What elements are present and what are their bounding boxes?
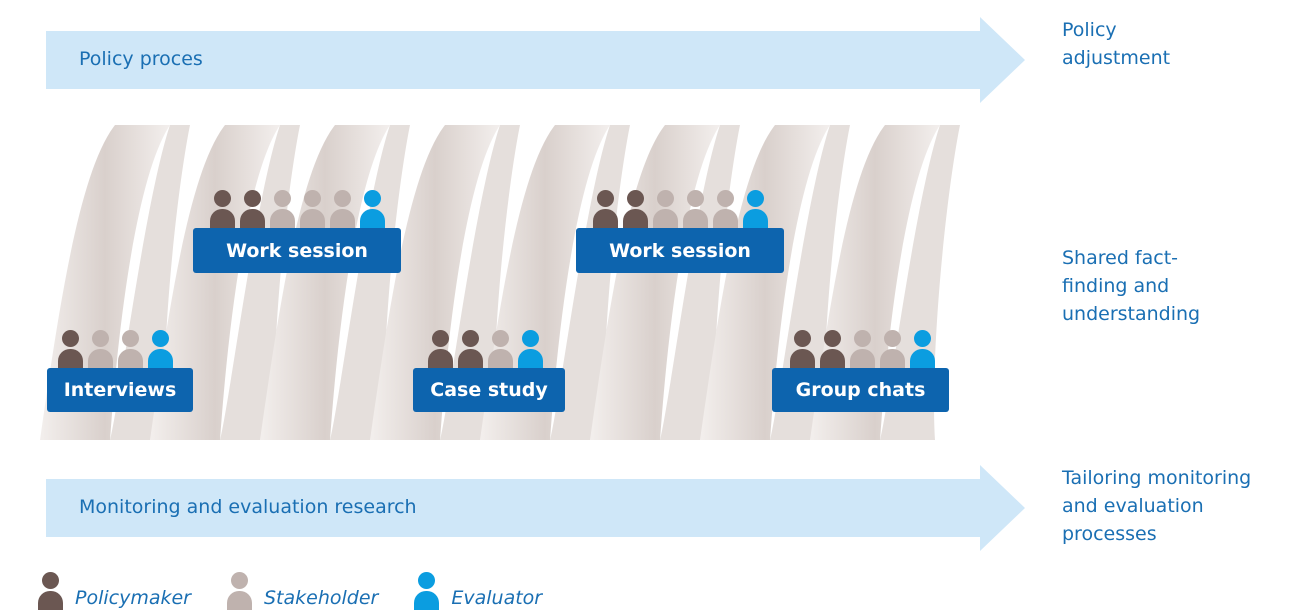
activity-box-work-session-1: Work session xyxy=(193,228,401,273)
monitoring-research-arrow xyxy=(46,465,1025,551)
stakeholder-icon xyxy=(880,330,905,368)
policymaker-icon xyxy=(790,330,815,368)
legend-item-policymaker: Policymaker xyxy=(38,572,191,610)
activity-box-group-chats: Group chats xyxy=(772,368,949,412)
spiral-loop xyxy=(370,125,500,440)
policymaker-icon xyxy=(210,190,235,228)
stakeholder-icon xyxy=(653,190,678,228)
evaluator-icon xyxy=(414,572,440,610)
stakeholder-icon xyxy=(488,330,513,368)
tailoring-processes-label: Tailoring monitoring and evaluation proc… xyxy=(1062,467,1252,545)
participants-work-session-2 xyxy=(593,190,768,228)
stakeholder-icon xyxy=(330,190,355,228)
policy-adjustment-label: Policy adjustment xyxy=(1062,19,1171,69)
policymaker-icon xyxy=(458,330,483,368)
policymaker-icon xyxy=(428,330,453,368)
legend-label-policymaker: Policymaker xyxy=(75,587,191,609)
evaluator-icon xyxy=(148,330,173,368)
participants-group-chats xyxy=(790,330,935,368)
policy-process-arrow xyxy=(46,17,1025,103)
evaluator-icon xyxy=(518,330,543,368)
stakeholder-icon xyxy=(270,190,295,228)
stakeholder-icon xyxy=(88,330,113,368)
stakeholder-icon xyxy=(713,190,738,228)
legend: Policymaker Stakeholder Evaluator xyxy=(38,572,578,610)
stakeholder-icon xyxy=(227,572,252,610)
spiral-loop-back xyxy=(330,125,410,440)
shared-fact-finding-label: Shared fact- finding and understanding xyxy=(1062,247,1201,325)
policy-process-label: Policy proces xyxy=(79,48,203,70)
legend-item-evaluator: Evaluator xyxy=(414,572,542,610)
policymaker-icon xyxy=(240,190,265,228)
policymaker-icon xyxy=(593,190,618,228)
legend-item-stakeholder: Stakeholder xyxy=(227,572,378,610)
activity-box-case-study: Case study xyxy=(413,368,565,412)
participants-case-study xyxy=(428,330,543,368)
policymaker-icon xyxy=(820,330,845,368)
stakeholder-icon xyxy=(300,190,325,228)
spiral-loop xyxy=(260,125,390,440)
policymaker-icon xyxy=(623,190,648,228)
spiral-loop xyxy=(590,125,720,440)
participants-work-session-1 xyxy=(210,190,385,228)
participants-interviews xyxy=(58,330,173,368)
spiral-loop xyxy=(700,125,830,440)
policymaker-icon xyxy=(58,330,83,368)
activity-box-interviews: Interviews xyxy=(47,368,193,412)
legend-label-evaluator: Evaluator xyxy=(451,587,543,609)
stakeholder-icon xyxy=(850,330,875,368)
legend-label-stakeholder: Stakeholder xyxy=(264,587,379,609)
activity-box-work-session-2: Work session xyxy=(576,228,784,273)
evaluator-icon xyxy=(910,330,935,368)
stakeholder-icon xyxy=(683,190,708,228)
stakeholder-icon xyxy=(118,330,143,368)
policymaker-icon xyxy=(38,572,63,610)
evaluator-icon xyxy=(743,190,768,228)
monitoring-research-label: Monitoring and evaluation research xyxy=(79,496,417,518)
evaluator-icon xyxy=(360,190,385,228)
